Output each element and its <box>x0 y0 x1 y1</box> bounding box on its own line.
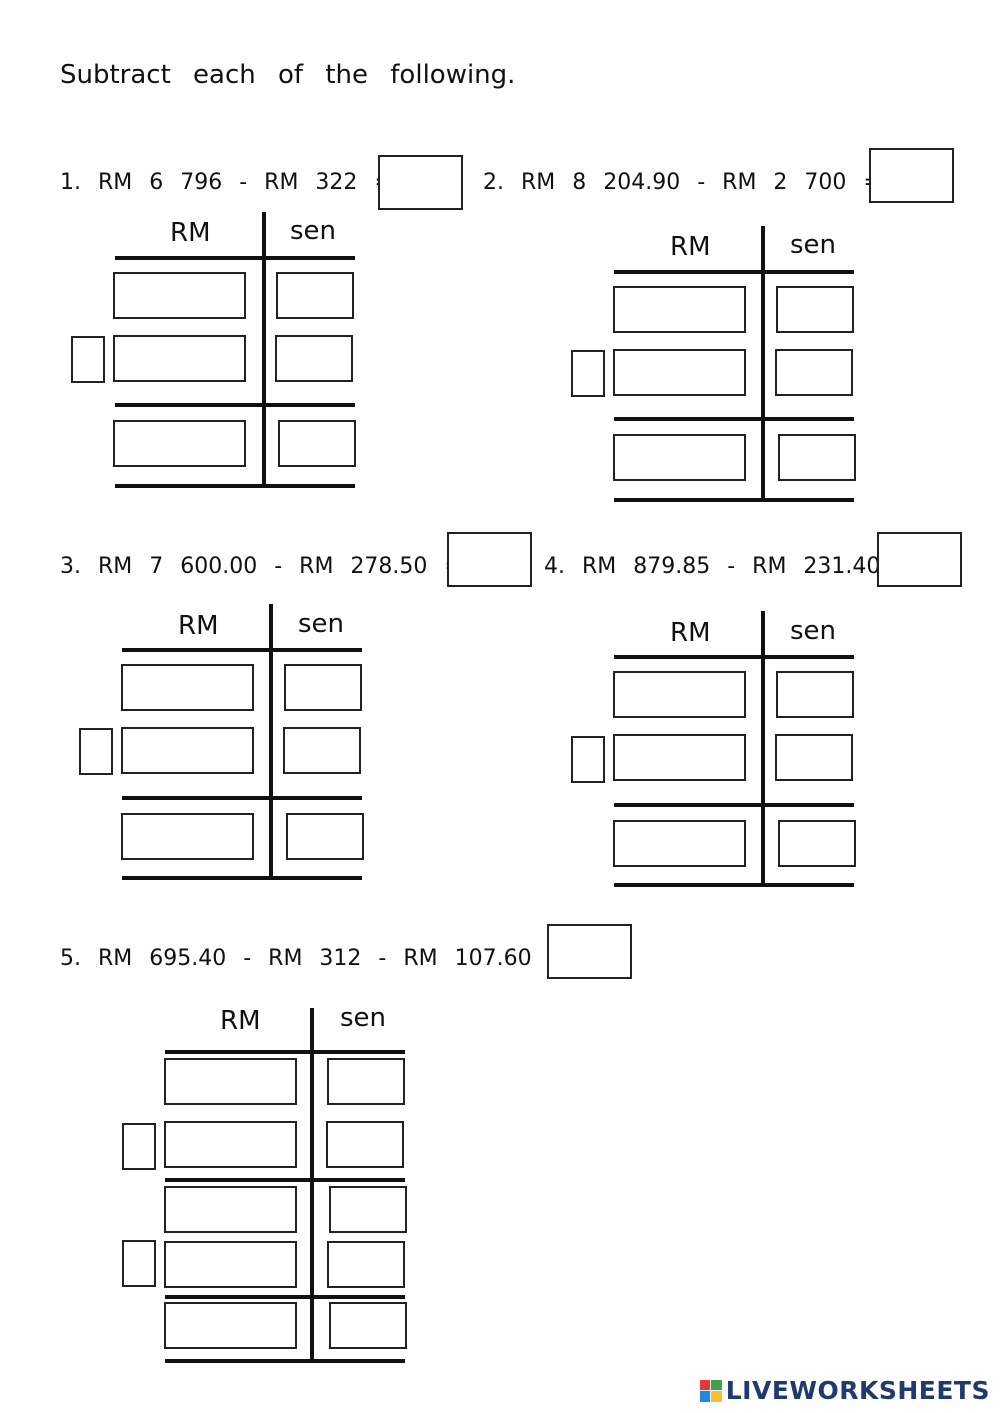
result-rule <box>165 1359 405 1363</box>
sen-input[interactable] <box>775 349 853 396</box>
question-text: RM 7 600.00 - RM 278.50 = <box>98 554 463 579</box>
question-4-expression: 4. RM 879.85 - RM 231.40= <box>544 554 899 579</box>
question-number: 3. <box>60 554 81 579</box>
logo-mark-icon <box>699 1379 722 1402</box>
sen-header: sen <box>790 616 837 646</box>
sen-input[interactable] <box>326 1121 404 1168</box>
rm-input[interactable] <box>164 1186 297 1233</box>
column-divider <box>761 226 765 502</box>
rm-input[interactable] <box>613 671 746 718</box>
result-rule <box>614 498 854 502</box>
question-text: RM 879.85 - RM 231.40= <box>582 554 899 579</box>
question-text: RM 8 204.90 - RM 2 700 = <box>521 170 882 195</box>
answer-box-5[interactable] <box>547 924 632 979</box>
answer-box-3[interactable] <box>447 532 532 587</box>
answer-box-2[interactable] <box>869 148 954 203</box>
subtraction-rule <box>122 796 362 800</box>
operator-box[interactable] <box>122 1240 156 1287</box>
sen-input[interactable] <box>327 1241 405 1288</box>
rm-input[interactable] <box>121 727 254 774</box>
subtraction-rule <box>614 417 854 421</box>
rm-input[interactable] <box>164 1121 297 1168</box>
question-2-expression: 2. RM 8 204.90 - RM 2 700 = <box>483 170 882 195</box>
header-rule <box>614 655 854 659</box>
question-number: 2. <box>483 170 504 195</box>
sen-header: sen <box>340 1003 387 1033</box>
rm-input[interactable] <box>121 664 254 711</box>
operator-box[interactable] <box>79 728 113 775</box>
sen-input[interactable] <box>283 727 361 774</box>
header-rule <box>165 1050 405 1054</box>
rm-answer-input[interactable] <box>113 420 246 467</box>
question-number: 4. <box>544 554 565 579</box>
rm-input[interactable] <box>164 1241 297 1288</box>
rm-input[interactable] <box>613 349 746 396</box>
rm-header: RM <box>670 618 711 648</box>
question-5-expression: 5. RM 695.40 - RM 312 - RM 107.60 = <box>60 946 567 971</box>
subtraction-rule <box>115 403 355 407</box>
sen-input[interactable] <box>275 335 353 382</box>
sen-header: sen <box>790 230 837 260</box>
header-rule <box>115 256 355 260</box>
rm-header: RM <box>220 1006 261 1036</box>
logo-square-blue <box>699 1391 711 1402</box>
logo-square-red <box>699 1379 711 1390</box>
column-divider <box>269 604 273 880</box>
result-rule <box>614 883 854 887</box>
sen-header: sen <box>290 216 337 246</box>
rm-input[interactable] <box>613 734 746 781</box>
sen-header: sen <box>298 609 345 639</box>
rm-input[interactable] <box>113 272 246 319</box>
rm-answer-input[interactable] <box>121 813 254 860</box>
sen-input[interactable] <box>329 1186 407 1233</box>
operator-box[interactable] <box>571 736 605 783</box>
question-text: RM 6 796 - RM 322 = <box>98 170 393 195</box>
sen-input[interactable] <box>776 286 854 333</box>
sen-answer-input[interactable] <box>278 420 356 467</box>
column-divider <box>262 212 266 488</box>
question-3-expression: 3. RM 7 600.00 - RM 278.50 = <box>60 554 463 579</box>
question-text: RM 695.40 - RM 312 - RM 107.60 = <box>98 946 568 971</box>
logo-text: LIVEWORKSHEETS <box>725 1376 990 1405</box>
subtraction-rule <box>614 803 854 807</box>
operator-box[interactable] <box>71 336 105 383</box>
instruction-text: Subtract each of the following. <box>60 60 516 90</box>
liveworksheets-logo: LIVEWORKSHEETS <box>699 1376 990 1405</box>
question-1-expression: 1. RM 6 796 - RM 322 = <box>60 170 393 195</box>
question-number: 5. <box>60 946 81 971</box>
sen-answer-input[interactable] <box>778 820 856 867</box>
logo-square-green <box>711 1379 722 1390</box>
rm-answer-input[interactable] <box>613 434 746 481</box>
answer-box-1[interactable] <box>378 155 463 210</box>
rm-header: RM <box>170 218 211 248</box>
operator-box[interactable] <box>571 350 605 397</box>
header-rule <box>122 648 362 652</box>
sen-answer-input[interactable] <box>329 1302 407 1349</box>
result-rule <box>122 876 362 880</box>
subtraction-rule <box>165 1295 405 1299</box>
sen-answer-input[interactable] <box>778 434 856 481</box>
sen-answer-input[interactable] <box>286 813 364 860</box>
rm-input[interactable] <box>164 1058 297 1105</box>
result-rule <box>115 484 355 488</box>
rm-input[interactable] <box>113 335 246 382</box>
sen-input[interactable] <box>276 272 354 319</box>
rm-answer-input[interactable] <box>164 1302 297 1349</box>
sen-input[interactable] <box>284 664 362 711</box>
operator-box[interactable] <box>122 1123 156 1170</box>
rm-answer-input[interactable] <box>613 820 746 867</box>
column-divider <box>310 1008 314 1360</box>
question-number: 1. <box>60 170 81 195</box>
logo-square-yellow <box>711 1391 722 1402</box>
rm-header: RM <box>670 232 711 262</box>
sen-input[interactable] <box>327 1058 405 1105</box>
sen-input[interactable] <box>776 671 854 718</box>
answer-box-4[interactable] <box>877 532 962 587</box>
column-divider <box>761 611 765 887</box>
rm-input[interactable] <box>613 286 746 333</box>
subtraction-rule <box>165 1178 405 1182</box>
sen-input[interactable] <box>775 734 853 781</box>
header-rule <box>614 270 854 274</box>
rm-header: RM <box>178 611 219 641</box>
